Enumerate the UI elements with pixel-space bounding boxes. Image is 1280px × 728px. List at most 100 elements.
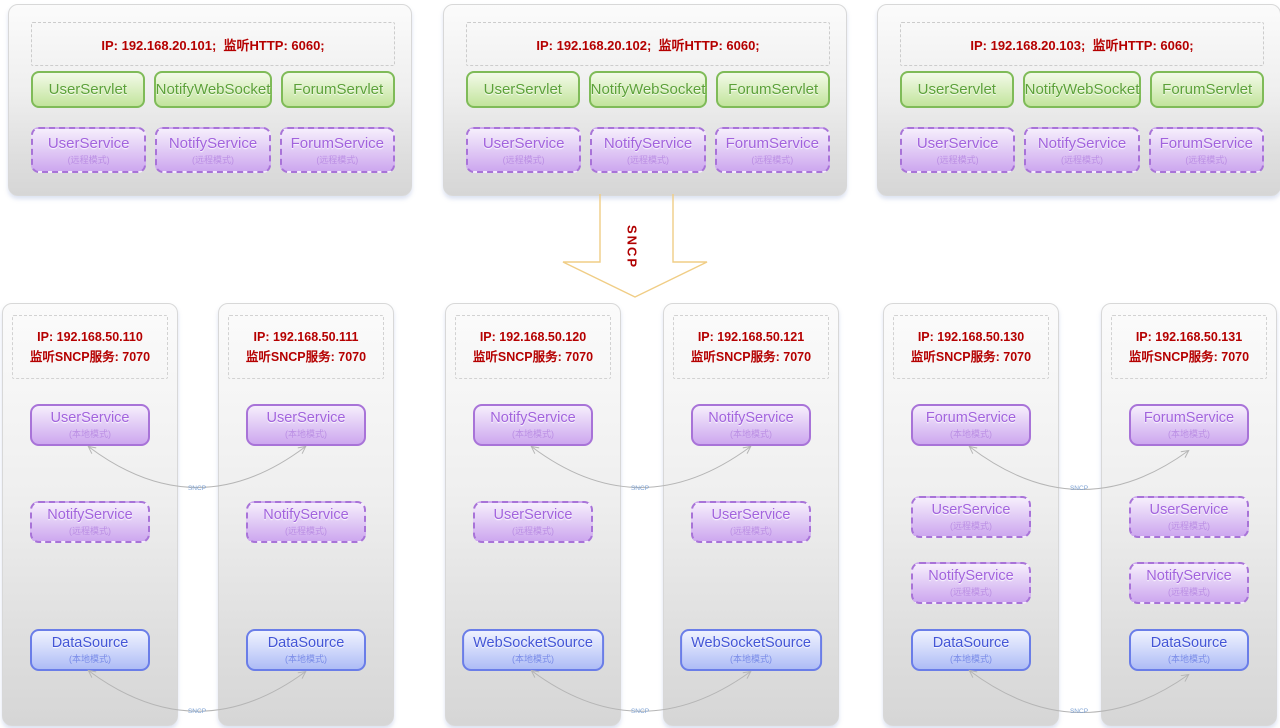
service-box-forum: ForumService (远程模式) xyxy=(714,127,830,173)
server-ip: IP: 192.168.50.131 xyxy=(1135,330,1243,344)
servlet-box-user: UserServlet xyxy=(466,71,580,108)
service-mode: (远程模式) xyxy=(285,526,327,536)
service-name: NotifyService xyxy=(708,410,794,426)
sncp-arrow-label: SNCP xyxy=(624,224,640,270)
service-row: UserService (远程模式) NotifyService (远程模式) … xyxy=(900,127,1264,173)
server-ip-banner: IP: 192.168.20.101; 监听HTTP: 6060; xyxy=(31,22,395,66)
source-mode: (本地模式) xyxy=(950,654,992,664)
server-ip-banner: IP: 192.168.50.131 监听SNCP服务: 7070 xyxy=(1111,315,1267,379)
service-mode: (远程模式) xyxy=(512,526,554,536)
service-name: NotifyService xyxy=(1146,568,1232,584)
sncp-link-label: SNCP xyxy=(1070,708,1088,715)
service-node-remote: UserService (远程模式) xyxy=(473,501,593,543)
service-name: NotifyService xyxy=(263,507,349,523)
service-box-user: UserService (远程模式) xyxy=(466,127,582,173)
service-name: ForumService xyxy=(1143,410,1235,426)
server-ip: IP: 192.168.50.121 xyxy=(697,330,805,344)
source-name: DataSource xyxy=(932,635,1010,651)
service-mode: (本地模式) xyxy=(69,429,111,439)
service-mode: (本地模式) xyxy=(285,429,327,439)
server-ip: IP: 192.168.50.120 xyxy=(479,330,587,344)
service-node-remote: NotifyService (远程模式) xyxy=(1129,562,1249,604)
service-node-remote: NotifyService (远程模式) xyxy=(911,562,1031,604)
datasource-node: DataSource (本地模式) xyxy=(246,629,366,671)
service-mode: (远程模式) xyxy=(751,154,794,165)
service-mode: (远程模式) xyxy=(950,587,992,597)
http-server-panel-101: IP: 192.168.20.101; 监听HTTP: 6060; UserSe… xyxy=(8,4,412,196)
sncp-server-panel-111: IP: 192.168.50.111 监听SNCP服务: 7070 UserSe… xyxy=(218,303,394,726)
sncp-link-label: SNCP xyxy=(631,708,649,715)
source-mode: (本地模式) xyxy=(69,654,111,664)
sncp-link-label: SNCP xyxy=(1070,485,1088,492)
service-node-remote: UserService (远程模式) xyxy=(1129,496,1249,538)
servlet-row: UserServlet NotifyWebSocket ForumServlet xyxy=(466,71,830,108)
service-name: UserService xyxy=(1149,502,1229,518)
sncp-link-label: SNCP xyxy=(188,708,206,715)
server-ip-banner: IP: 192.168.50.110 监听SNCP服务: 7070 xyxy=(12,315,168,379)
sncp-link-label: SNCP xyxy=(631,485,649,492)
service-mode: (远程模式) xyxy=(1168,521,1210,531)
sncp-server-panel-131: IP: 192.168.50.131 监听SNCP服务: 7070 ForumS… xyxy=(1101,303,1277,726)
sncp-server-panel-130: IP: 192.168.50.130 监听SNCP服务: 7070 ForumS… xyxy=(883,303,1059,726)
server-port: 监听SNCP服务: 7070 xyxy=(245,350,367,364)
service-name: UserService xyxy=(47,134,130,152)
service-node-remote: NotifyService (远程模式) xyxy=(246,501,366,543)
service-name: UserService xyxy=(493,507,573,523)
service-mode: (远程模式) xyxy=(1185,154,1228,165)
service-node-local: NotifyService (本地模式) xyxy=(473,404,593,446)
service-name: ForumService xyxy=(925,410,1017,426)
service-node-local: ForumService (本地模式) xyxy=(1129,404,1249,446)
service-mode: (远程模式) xyxy=(316,154,359,165)
service-row: UserService (远程模式) NotifyService (远程模式) … xyxy=(466,127,830,173)
service-box-notify: NotifyService (远程模式) xyxy=(1024,127,1140,173)
service-mode: (远程模式) xyxy=(626,154,669,165)
server-ip-banner: IP: 192.168.50.121 监听SNCP服务: 7070 xyxy=(673,315,829,379)
service-mode: (远程模式) xyxy=(67,154,110,165)
service-mode: (远程模式) xyxy=(1060,154,1103,165)
server-ip: IP: 192.168.50.111 xyxy=(253,330,359,344)
servlet-box-notify: NotifyWebSocket xyxy=(588,71,708,108)
service-mode: (远程模式) xyxy=(191,154,234,165)
source-name: DataSource xyxy=(267,635,345,651)
servlet-box-user: UserServlet xyxy=(900,71,1014,108)
service-name: NotifyService xyxy=(928,568,1014,584)
sncp-server-panel-110: IP: 192.168.50.110 监听SNCP服务: 7070 UserSe… xyxy=(2,303,178,726)
datasource-node: DataSource (本地模式) xyxy=(1129,629,1249,671)
websocketsource-node: WebSocketSource (本地模式) xyxy=(462,629,604,671)
service-name: UserService xyxy=(711,507,791,523)
sncp-server-panel-120: IP: 192.168.50.120 监听SNCP服务: 7070 Notify… xyxy=(445,303,621,726)
service-name: UserService xyxy=(931,502,1011,518)
http-server-panel-103: IP: 192.168.20.103; 监听HTTP: 6060; UserSe… xyxy=(877,4,1280,196)
service-mode: (本地模式) xyxy=(730,429,772,439)
source-name: DataSource xyxy=(51,635,129,651)
http-server-panel-102: IP: 192.168.20.102; 监听HTTP: 6060; UserSe… xyxy=(443,4,847,196)
service-node-local: NotifyService (本地模式) xyxy=(691,404,811,446)
server-ip-banner: IP: 192.168.20.102; 监听HTTP: 6060; xyxy=(466,22,830,66)
source-mode: (本地模式) xyxy=(511,654,554,664)
server-ip: IP: 192.168.50.110 xyxy=(37,330,143,344)
server-port: 监听SNCP服务: 7070 xyxy=(29,350,151,364)
websocketsource-node: WebSocketSource (本地模式) xyxy=(680,629,822,671)
source-name: DataSource xyxy=(1150,635,1228,651)
datasource-node: DataSource (本地模式) xyxy=(911,629,1031,671)
service-box-forum: ForumService (远程模式) xyxy=(1148,127,1264,173)
service-box-forum: ForumService (远程模式) xyxy=(279,127,395,173)
sncp-link-label: SNCP xyxy=(188,485,206,492)
service-name: UserService xyxy=(482,134,565,152)
service-mode: (远程模式) xyxy=(936,154,979,165)
server-ip-banner: IP: 192.168.50.111 监听SNCP服务: 7070 xyxy=(228,315,384,379)
server-port: 监听SNCP服务: 7070 xyxy=(1128,350,1250,364)
servlet-box-forum: ForumServlet xyxy=(281,71,395,108)
service-name: UserService xyxy=(50,410,130,426)
service-name: UserService xyxy=(266,410,346,426)
service-node-remote: UserService (远程模式) xyxy=(691,501,811,543)
service-name: NotifyService xyxy=(1037,134,1127,152)
service-node-local: UserService (本地模式) xyxy=(246,404,366,446)
source-name: WebSocketSource xyxy=(473,635,593,651)
service-node-local: ForumService (本地模式) xyxy=(911,404,1031,446)
service-mode: (远程模式) xyxy=(950,521,992,531)
service-name: NotifyService xyxy=(490,410,576,426)
server-ip-banner: IP: 192.168.20.103; 监听HTTP: 6060; xyxy=(900,22,1264,66)
servlet-box-user: UserServlet xyxy=(31,71,145,108)
